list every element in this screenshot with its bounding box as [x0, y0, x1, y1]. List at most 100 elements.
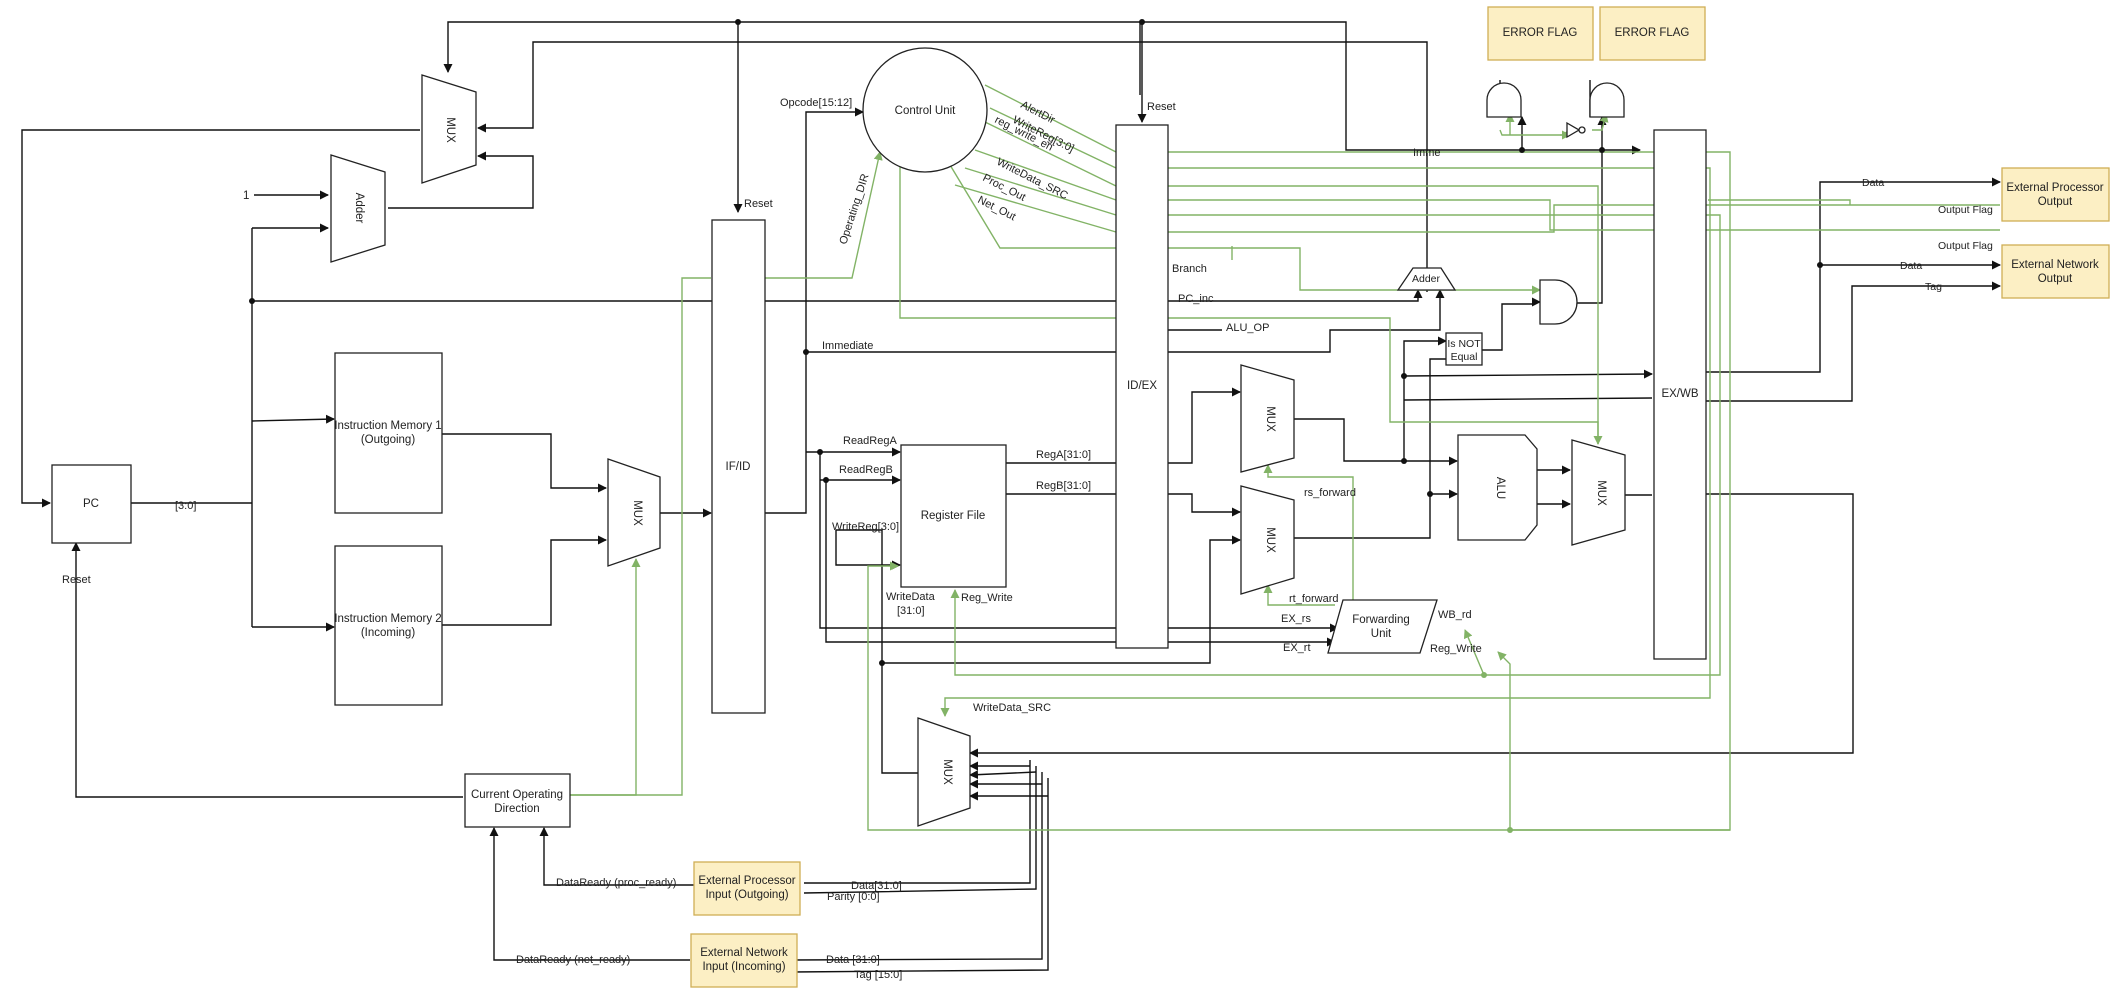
ext-proc-out-subtitle: Output: [2038, 196, 2073, 208]
write-reg-rf-label: WriteReg[3:0]: [832, 521, 899, 533]
rega-label: RegA[31:0]: [1036, 449, 1091, 461]
idex-reset-label: Reset: [1147, 101, 1176, 113]
imem1-title: Instruction Memory 1: [334, 420, 441, 432]
rt-mux: MUX: [1240, 485, 1295, 595]
error-flag-2-label: ERROR FLAG: [1615, 27, 1690, 39]
branch-adder: Adder: [1396, 267, 1457, 291]
rs-mux-label: MUX: [1264, 406, 1276, 432]
control-unit-label: Control Unit: [895, 105, 957, 117]
error-flag-1: ERROR FLAG: [1487, 6, 1594, 61]
write-data-mux: MUX: [917, 717, 971, 827]
instruction-memory-2: Instruction Memory 2 (Incoming): [334, 545, 443, 706]
parity-label: Parity [0:0]: [827, 891, 880, 903]
pc-adder: Adder: [330, 154, 386, 263]
result-mux-label: MUX: [1595, 480, 1607, 506]
id-ex-register: ID/EX: [1115, 124, 1169, 649]
id-ex-label: ID/EX: [1127, 380, 1157, 392]
is-not-equal-subtitle: Equal: [1451, 351, 1478, 363]
external-network-input: External Network Input (Incoming): [690, 933, 798, 988]
error-flag-1-label: ERROR FLAG: [1503, 27, 1578, 39]
pc-mux: MUX: [421, 74, 477, 184]
ext-proc-in-title: External Processor: [698, 875, 795, 887]
net-tag-label: Tag [15:0]: [854, 969, 902, 981]
ext-net-in-title: External Network: [700, 947, 788, 959]
external-processor-input: External Processor Input (Outgoing): [693, 861, 801, 916]
reg-write-rf-label: Reg_Write: [961, 592, 1013, 604]
register-file-label: Register File: [921, 510, 986, 522]
pc-adder-label: Adder: [353, 193, 365, 224]
branch-adder-label: Adder: [1412, 273, 1441, 285]
pc-bits-label: [3:0]: [175, 500, 196, 512]
write-data-mux-label: MUX: [941, 759, 953, 785]
instruction-memory-1: Instruction Memory 1 (Outgoing): [334, 352, 443, 514]
immediate-label: Immediate: [822, 340, 873, 352]
data-ready-proc-label: DataReady (proc_ready): [556, 877, 676, 889]
imem1-subtitle: (Outgoing): [361, 434, 416, 446]
forwarding-unit: Forwarding Unit: [1327, 599, 1438, 654]
forwarding-unit-subtitle: Unit: [1371, 628, 1392, 640]
result-mux: MUX: [1571, 439, 1626, 546]
data-net-label: Data: [1900, 260, 1922, 272]
ext-net-out-subtitle: Output: [2038, 273, 2073, 285]
write-data-label-1: WriteData: [886, 591, 936, 603]
tag-out-label: Tag: [1925, 281, 1942, 293]
ex-wb-register: EX/WB: [1653, 129, 1707, 660]
read-reg-a-label: ReadRegA: [843, 435, 897, 447]
error-and-gate-2: [1589, 82, 1625, 118]
if-id-register: IF/ID: [711, 219, 766, 714]
write-data-label-2: [31:0]: [897, 605, 925, 617]
opcode-label: Opcode[15:12]: [780, 97, 852, 109]
rt-forward-label: rt_forward: [1289, 593, 1339, 605]
pc-mux-label: MUX: [444, 117, 456, 143]
const-one-label: 1: [243, 190, 249, 202]
pc-inc-label: PC_inc: [1178, 293, 1214, 305]
net-data-label: Data [31:0]: [826, 954, 880, 966]
junction-dots: [249, 19, 1823, 833]
read-reg-b-label: ReadRegB: [839, 464, 893, 476]
imem-mux: MUX: [607, 458, 661, 567]
current-operating-direction: Current Operating Direction: [464, 773, 571, 828]
output-flag-1-label: Output Flag: [1938, 204, 1993, 216]
ex-rt-label: EX_rt: [1283, 642, 1311, 654]
imem-mux-label: MUX: [631, 500, 643, 526]
proc-data-label: Data[31:0]: [851, 880, 902, 892]
operating-dir-label: Operating_DIR: [837, 172, 871, 246]
alu-op-label: ALU_OP: [1226, 322, 1269, 334]
is-not-equal-comparator: Is NOT Equal: [1445, 332, 1483, 366]
ifid-reset-label: Reset: [744, 198, 773, 210]
imem2-subtitle: (Incoming): [361, 627, 415, 639]
control-unit: Control Unit: [862, 47, 988, 173]
ext-net-in-subtitle: Input (Incoming): [702, 961, 785, 973]
imme-label: Imme: [1413, 147, 1441, 159]
rs-forward-label: rs_forward: [1304, 487, 1356, 499]
ext-proc-out-title: External Processor: [2006, 182, 2103, 194]
ex-rs-label: EX_rs: [1281, 613, 1311, 625]
rt-mux-label: MUX: [1264, 527, 1276, 553]
branch-label: Branch: [1172, 263, 1207, 275]
pc-label: PC: [83, 498, 99, 510]
ext-net-out-title: External Network: [2011, 259, 2099, 271]
branch-and-gate: [1539, 279, 1578, 325]
current-dir-title: Current Operating: [471, 789, 563, 801]
reg-write-fu-label: Reg_Write: [1430, 643, 1482, 655]
error-and-gate-1: [1486, 82, 1522, 118]
green-wires: [570, 84, 2000, 831]
pc-reset-label: Reset: [62, 574, 91, 586]
if-id-label: IF/ID: [726, 461, 751, 473]
external-network-output: External Network Output: [2001, 244, 2110, 299]
imem2-title: Instruction Memory 2: [334, 613, 441, 625]
current-dir-subtitle: Direction: [494, 803, 539, 815]
regb-label: RegB[31:0]: [1036, 480, 1091, 492]
write-data-src-mux-label: WriteData_SRC: [973, 702, 1051, 714]
alu-label: ALU: [1494, 477, 1506, 499]
wb-rd-label: WB_rd: [1438, 609, 1472, 621]
data-ready-net-label: DataReady (net_ready): [516, 954, 630, 966]
ext-proc-in-subtitle: Input (Outgoing): [705, 889, 788, 901]
is-not-equal-title: Is NOT: [1447, 338, 1481, 350]
inverter-gate: [1566, 121, 1586, 139]
output-flag-2-label: Output Flag: [1938, 240, 1993, 252]
external-processor-output: External Processor Output: [2001, 167, 2110, 222]
alu: ALU: [1457, 434, 1538, 541]
error-flag-2: ERROR FLAG: [1599, 6, 1706, 61]
